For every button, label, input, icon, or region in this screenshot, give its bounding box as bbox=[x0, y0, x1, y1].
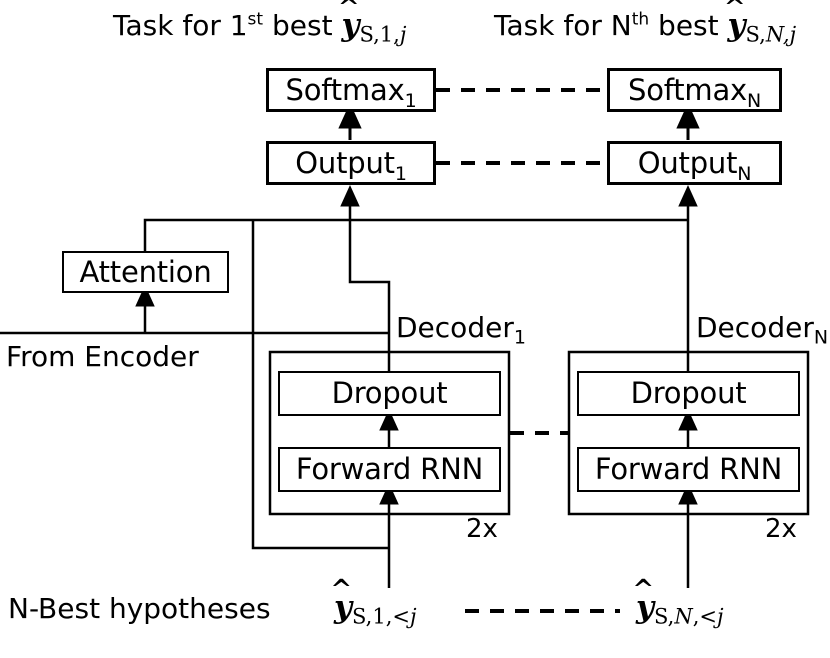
box-forward-rnn-1[interactable]: Forward RNN bbox=[278, 447, 501, 492]
box-attention-label: Attention bbox=[79, 254, 212, 289]
box-forward-rnn-n[interactable]: Forward RNN bbox=[577, 447, 800, 492]
title-right-ordinal: th bbox=[631, 9, 650, 30]
box-dropout-n[interactable]: Dropout bbox=[577, 371, 800, 416]
title-right-symbol-sub: S,N,j bbox=[746, 23, 797, 47]
n-best-hypotheses-label: N-Best hypotheses bbox=[8, 592, 271, 625]
hat-accent-icon: ^ bbox=[632, 575, 655, 605]
title-right: Task for Nth best ^yS,N,j bbox=[494, 0, 796, 45]
decoder-n-repeat-label: 2x bbox=[765, 514, 797, 544]
input-right-symbol: ^y bbox=[632, 577, 655, 625]
title-left-symbol-sub: S,1,j bbox=[359, 23, 406, 47]
title-left-prefix: Task for 1 bbox=[113, 9, 248, 42]
sub-plain: S, bbox=[745, 22, 766, 47]
symbol-base: y bbox=[727, 7, 746, 43]
decoder-1-repeat-label: 2x bbox=[466, 514, 498, 544]
attention-output-bus bbox=[143, 218, 688, 252]
decoder1-container bbox=[268, 350, 511, 516]
box-softmax-n-label: SoftmaxN bbox=[627, 72, 762, 112]
box-output-n[interactable]: OutputN bbox=[607, 141, 782, 185]
symbol-base: y bbox=[334, 589, 353, 625]
input-left-sub: S,1,<j bbox=[352, 605, 416, 629]
sub-plain-2: ,< bbox=[692, 604, 717, 629]
title-right-suffix: best bbox=[658, 9, 719, 42]
box-softmax-1-label: Softmax1 bbox=[285, 72, 417, 112]
sub-italic: N bbox=[674, 604, 693, 629]
title-left: Task for 1st best ^yS,1,j bbox=[113, 0, 406, 45]
decoderN-container bbox=[567, 350, 810, 516]
input-symbol-left: ^yS,1,<j bbox=[330, 577, 416, 627]
symbol-base: y bbox=[341, 7, 360, 43]
sub-plain: S, bbox=[654, 604, 675, 629]
box-forward-rnn-n-label: Forward RNN bbox=[594, 452, 783, 486]
box-dropout-1-label: Dropout bbox=[331, 376, 448, 410]
title-left-suffix: best bbox=[271, 9, 333, 42]
box-attention[interactable]: Attention bbox=[62, 251, 229, 293]
sub-italic: N,j bbox=[765, 22, 797, 47]
box-dropout-n-label: Dropout bbox=[630, 376, 747, 410]
hat-accent-icon: ^ bbox=[330, 575, 353, 605]
title-left-ordinal: st bbox=[247, 9, 264, 30]
sub-plain: S,1,< bbox=[352, 604, 410, 629]
from-encoder-label: From Encoder bbox=[6, 340, 199, 373]
box-output-1[interactable]: Output1 bbox=[266, 141, 436, 185]
decoder-1-label: Decoder1 bbox=[396, 311, 526, 349]
input-left-symbol: ^y bbox=[330, 577, 353, 625]
title-right-prefix: Task for N bbox=[494, 9, 632, 42]
decoder1-to-output1-path bbox=[340, 184, 391, 376]
input-symbol-right: ^yS,N,<j bbox=[632, 577, 723, 627]
decoder-n-label: DecoderN bbox=[696, 311, 829, 349]
sub-italic-2: j bbox=[717, 604, 724, 629]
sub-plain: S,1, bbox=[359, 22, 400, 47]
hat-accent-icon: ^ bbox=[723, 0, 746, 23]
box-forward-rnn-1-label: Forward RNN bbox=[295, 452, 484, 486]
box-softmax-1[interactable]: Softmax1 bbox=[266, 68, 436, 112]
input-right-sub: S,N,<j bbox=[654, 605, 724, 629]
box-output-n-label: OutputN bbox=[637, 145, 752, 185]
title-left-symbol: ^y bbox=[338, 0, 360, 43]
decoder1-feedback-bus bbox=[251, 220, 389, 550]
hat-accent-icon: ^ bbox=[337, 0, 360, 23]
box-output-1-label: Output1 bbox=[295, 145, 407, 185]
sub-italic: j bbox=[409, 604, 417, 629]
box-softmax-n[interactable]: SoftmaxN bbox=[607, 68, 782, 112]
box-dropout-1[interactable]: Dropout bbox=[278, 371, 501, 416]
sub-italic: j bbox=[399, 22, 407, 47]
symbol-base: y bbox=[636, 589, 655, 625]
title-right-symbol: ^y bbox=[724, 0, 746, 43]
